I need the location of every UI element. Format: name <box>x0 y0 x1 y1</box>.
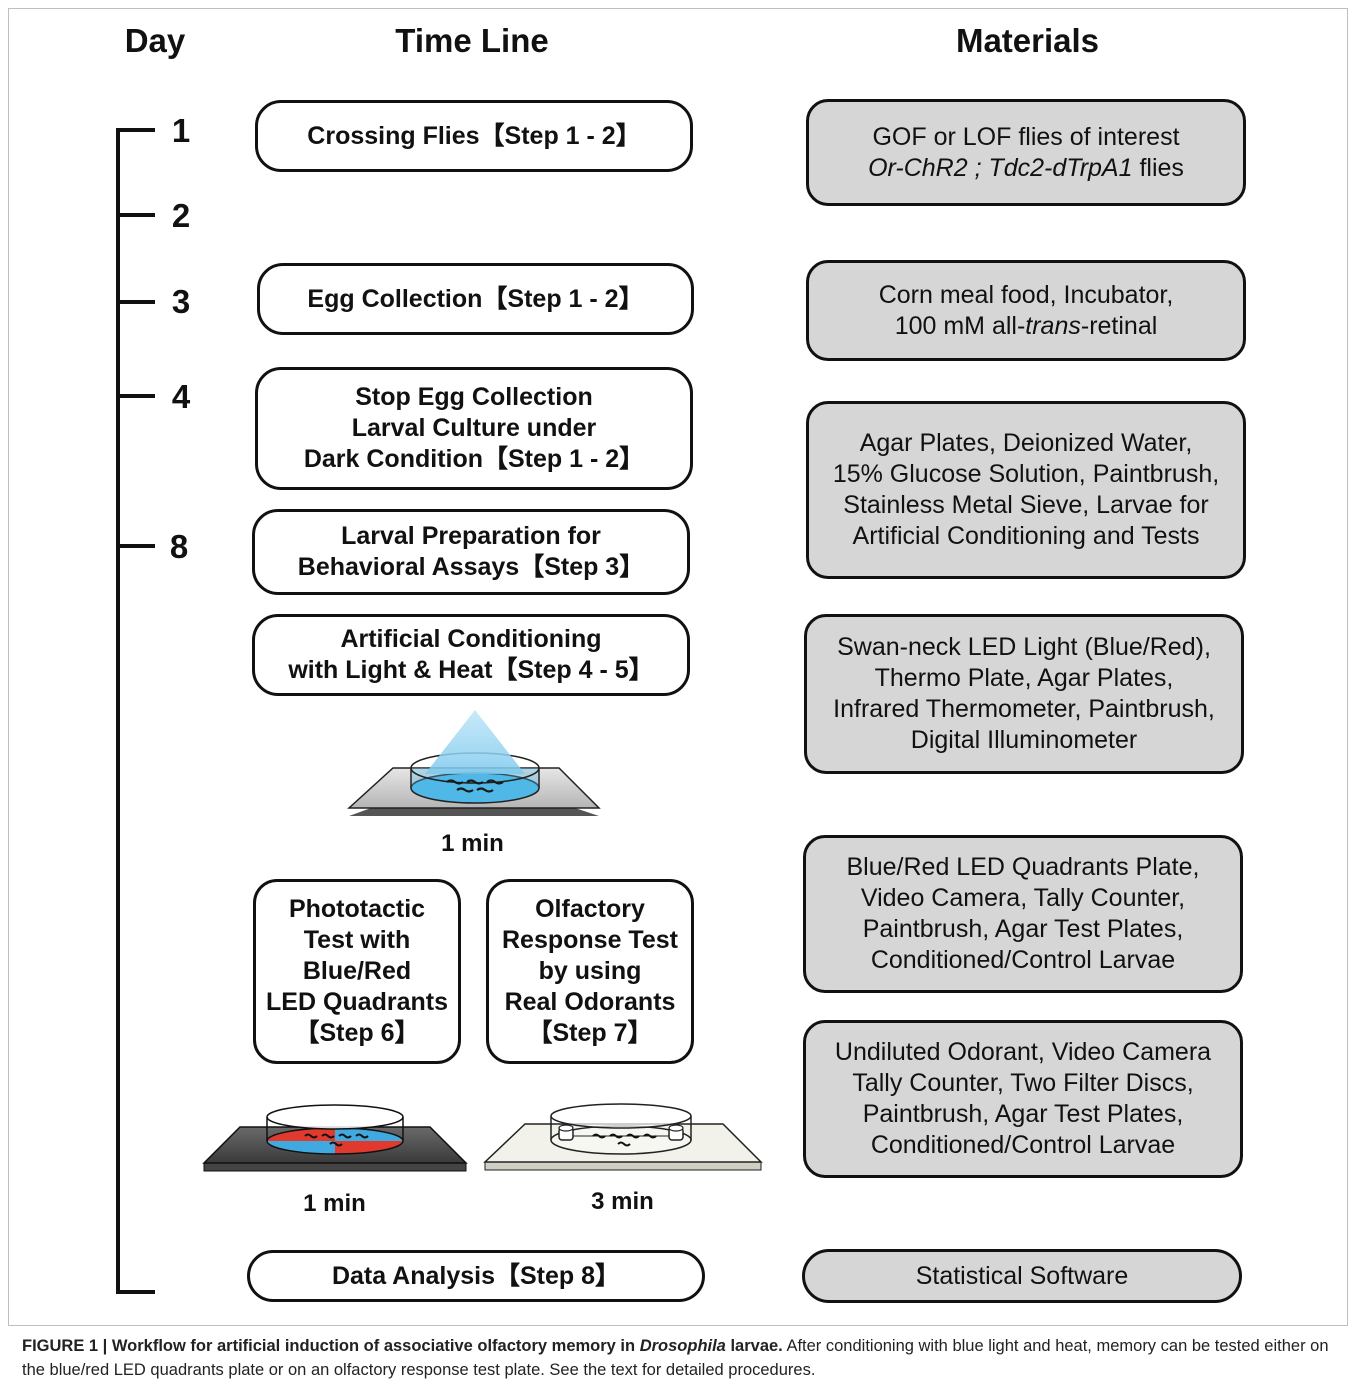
step-cond-line2: with Light & Heat【Step 4 - 5】 <box>288 656 654 684</box>
mat1-line1: GOF or LOF flies of interest <box>872 122 1180 151</box>
materials-quadrants-plate: Blue/Red LED Quadrants Plate, Video Came… <box>803 835 1243 993</box>
mat5-line2: Video Camera, Tally Counter, <box>860 884 1186 912</box>
materials-led-thermo: Swan-neck LED Light (Blue/Red), Thermo P… <box>804 614 1244 774</box>
step-olf-line4: Real Odorants <box>504 988 676 1016</box>
materials-food-retinal: Corn meal food, Incubator, 100 mM all-tr… <box>806 260 1246 361</box>
step-photo-line5: 【Step 6】 <box>294 1019 420 1047</box>
mat1-flies: flies <box>1132 153 1184 182</box>
figure-frame <box>8 8 1348 1326</box>
led-quadrants-plate-illustration <box>202 1104 468 1172</box>
mat4-line4: Digital Illuminometer <box>910 726 1138 754</box>
caption-body: After conditioning with blue light and h… <box>22 1337 1329 1379</box>
step-olf-line1: Olfactory <box>535 895 645 923</box>
caption-label: FIGURE 1 | Workflow for artificial induc… <box>22 1337 640 1355</box>
step-olfactory-test: Olfactory Response Test by using Real Od… <box>486 879 694 1064</box>
mat5-line3: Paintbrush, Agar Test Plates, <box>862 915 1184 943</box>
step-prep-line1: Larval Preparation for <box>341 522 601 550</box>
mat2-line2: 100 mM all-trans-retinal <box>895 311 1158 342</box>
mat5-line1: Blue/Red LED Quadrants Plate, <box>846 853 1200 881</box>
day-8: 8 <box>169 528 189 565</box>
duration-conditioning: 1 min <box>441 830 504 857</box>
step-photo-line2: Test with <box>303 926 411 954</box>
mat3-line4: Artificial Conditioning and Tests <box>852 522 1200 550</box>
day-4: 4 <box>171 378 191 415</box>
mat2-part-c: -retinal <box>1080 311 1158 340</box>
step-stop-egg-collection: Stop Egg Collection Larval Culture under… <box>255 367 693 490</box>
mat2-part-b: trans <box>1025 311 1081 340</box>
mat6-line1: Undiluted Odorant, Video Camera <box>834 1038 1212 1066</box>
step-olf-line2: Response Test <box>502 926 678 954</box>
mat3-line1: Agar Plates, Deionized Water, <box>859 429 1193 457</box>
header-materials: Materials <box>955 22 1100 59</box>
mat4-line2: Thermo Plate, Agar Plates, <box>874 664 1174 692</box>
step-prep-line2: Behavioral Assays【Step 3】 <box>297 553 645 581</box>
step-photo-line4: LED Quadrants <box>266 988 448 1016</box>
step-olf-line3: by using <box>538 957 642 985</box>
duration-olfactory: 3 min <box>591 1188 654 1215</box>
duration-phototactic: 1 min <box>303 1190 366 1217</box>
mat6-line2: Tally Counter, Two Filter Discs, <box>852 1069 1194 1097</box>
step-egg-label: Egg Collection【Step 1 - 2】 <box>307 284 644 313</box>
materials-software: Statistical Software <box>802 1249 1242 1303</box>
mat1-genotype: Or-ChR2 ; Tdc2-dTrpA1 <box>868 153 1133 182</box>
conditioning-light-plate-illustration <box>347 710 601 816</box>
step-cond-line1: Artificial Conditioning <box>340 625 602 653</box>
step-larval-preparation: Larval Preparation for Behavioral Assays… <box>252 509 690 595</box>
step-crossing-flies: Crossing Flies【Step 1 - 2】 <box>255 100 693 172</box>
step-olf-line5: 【Step 7】 <box>527 1019 653 1047</box>
mat5-line4: Conditioned/Control Larvae <box>870 946 1176 974</box>
day-timeline-bracket <box>116 128 155 1294</box>
mat6-line4: Conditioned/Control Larvae <box>870 1131 1176 1159</box>
materials-flies: GOF or LOF flies of interest Or-ChR2 ; T… <box>806 99 1246 206</box>
day-3: 3 <box>171 283 191 320</box>
step-photo-line1: Phototactic <box>288 895 426 923</box>
day-1: 1 <box>171 112 191 149</box>
step-artificial-conditioning: Artificial Conditioning with Light & Hea… <box>252 614 690 696</box>
step-data-label: Data Analysis【Step 8】 <box>331 1261 621 1290</box>
step-egg-collection: Egg Collection【Step 1 - 2】 <box>257 263 694 335</box>
olfactory-plate-illustration <box>483 1103 763 1171</box>
step-data-analysis: Data Analysis【Step 8】 <box>247 1250 705 1302</box>
mat4-line3: Infrared Thermometer, Paintbrush, <box>833 695 1215 723</box>
header-day: Day <box>124 22 186 59</box>
step-photo-line3: Blue/Red <box>302 957 412 985</box>
step-crossing-label: Crossing Flies【Step 1 - 2】 <box>307 121 641 150</box>
caption-label-end: larvae. <box>725 1337 783 1355</box>
step-stop-line1: Stop Egg Collection <box>355 383 593 411</box>
mat3-line3: Stainless Metal Sieve, Larvae for <box>843 491 1209 519</box>
materials-plates-sieve: Agar Plates, Deionized Water, 15% Glucos… <box>806 401 1246 579</box>
mat3-line2: 15% Glucose Solution, Paintbrush, <box>832 460 1220 488</box>
step-stop-line2: Larval Culture under <box>351 414 597 442</box>
materials-odorant: Undiluted Odorant, Video Camera Tally Co… <box>803 1020 1243 1178</box>
header-timeline: Time Line <box>395 22 549 59</box>
mat7-label: Statistical Software <box>915 1261 1129 1290</box>
mat2-line1: Corn meal food, Incubator, <box>878 280 1174 309</box>
caption-label-italic: Drosophila <box>639 1337 726 1355</box>
mat6-line3: Paintbrush, Agar Test Plates, <box>862 1100 1184 1128</box>
mat1-line2: Or-ChR2 ; Tdc2-dTrpA1 flies <box>868 153 1184 184</box>
day-2: 2 <box>171 197 191 234</box>
step-stop-line3: Dark Condition【Step 1 - 2】 <box>303 445 645 473</box>
mat2-part-a: 100 mM all- <box>894 311 1026 340</box>
step-phototactic-test: Phototactic Test with Blue/Red LED Quadr… <box>253 879 461 1064</box>
mat4-line1: Swan-neck LED Light (Blue/Red), <box>837 633 1211 661</box>
figure-caption: FIGURE 1 | Workflow for artificial induc… <box>22 1334 1340 1382</box>
